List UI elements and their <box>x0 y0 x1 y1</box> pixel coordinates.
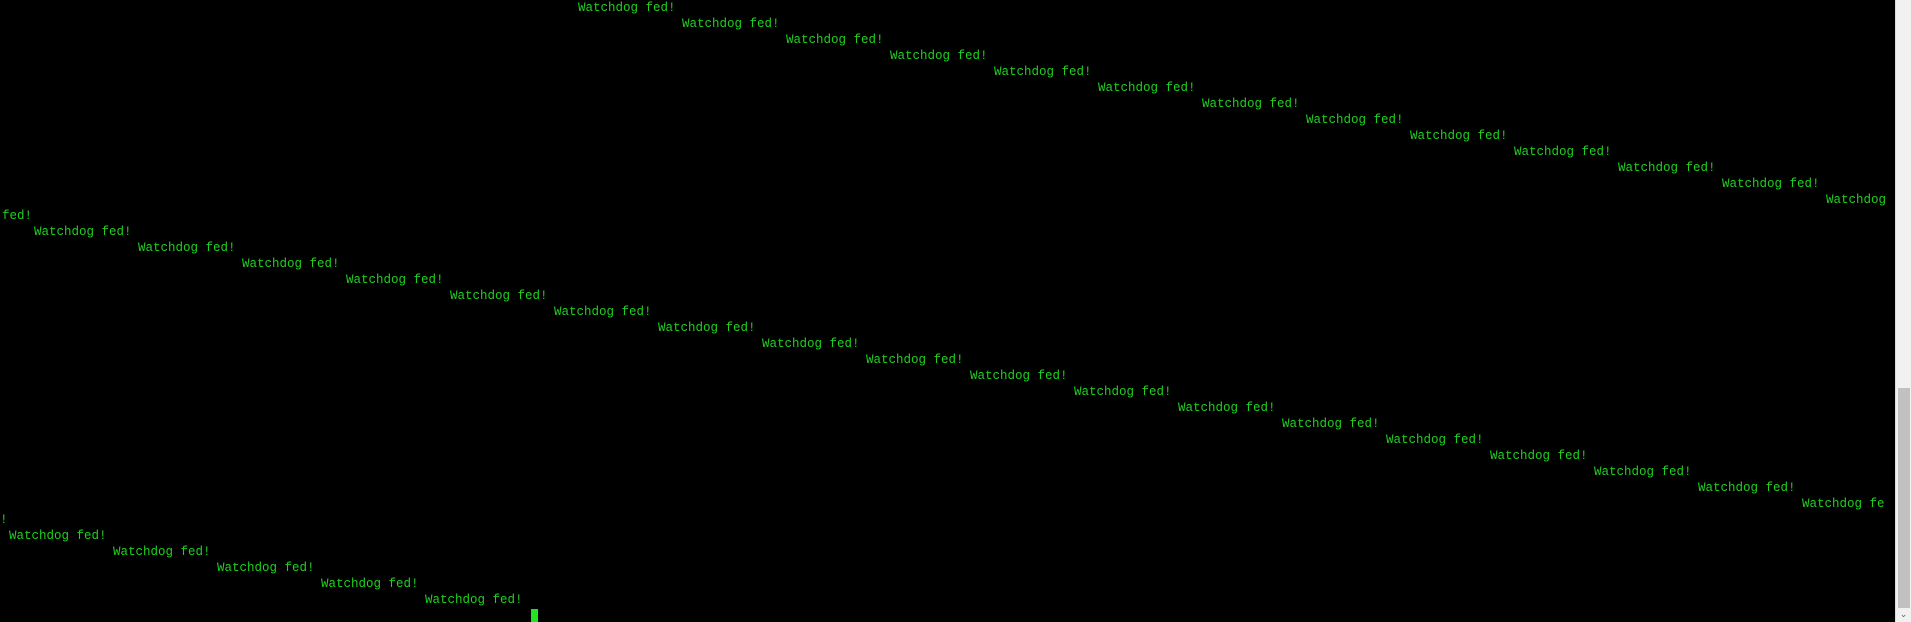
output-line: Watchdog fed! <box>890 49 988 63</box>
output-line: Watchdog fed! <box>1722 177 1820 191</box>
output-line: Watchdog fed! <box>970 369 1068 383</box>
output-line: Watchdog fed! <box>34 225 132 239</box>
output-line: ! <box>0 513 8 527</box>
output-line: Watchdog fed! <box>242 257 340 271</box>
output-line: Watchdog fed! <box>113 545 211 559</box>
output-line: Watchdog fed! <box>450 289 548 303</box>
output-line: Watchdog fed! <box>9 529 107 543</box>
output-line: Watchdog fed! <box>682 17 780 31</box>
scrollbar-thumb[interactable] <box>1898 388 1910 608</box>
output-line: Watchdog fed! <box>762 337 860 351</box>
output-line: Watchdog fed! <box>346 273 444 287</box>
output-line: Watchdog fed! <box>994 65 1092 79</box>
output-line: Watchdog fed! <box>1282 417 1380 431</box>
output-line: Watchdog fed! <box>1386 433 1484 447</box>
output-line: Watchdog fed! <box>1202 97 1300 111</box>
output-line: Watchdog fed! <box>1618 161 1716 175</box>
output-line: Watchdog fed! <box>1098 81 1196 95</box>
output-line: Watchdog fed! <box>1698 481 1796 495</box>
output-line: Watchdog fed! <box>321 577 419 591</box>
output-line: Watchdog fed! <box>217 561 315 575</box>
text-cursor <box>531 609 538 622</box>
output-line: Watchdog fed! <box>1074 385 1172 399</box>
output-line: Watchdog fed! <box>1306 113 1404 127</box>
output-line: Watchdog fed! <box>866 353 964 367</box>
output-line: Watchdog fed! <box>1490 449 1588 463</box>
output-line: Watchdog fed! <box>138 241 236 255</box>
output-line: Watchdog <box>1826 193 1887 207</box>
output-line: Watchdog fe <box>1802 497 1885 511</box>
output-line: Watchdog fed! <box>1594 465 1692 479</box>
output-line: Watchdog fed! <box>554 305 652 319</box>
output-line: Watchdog fed! <box>786 33 884 47</box>
output-line: Watchdog fed! <box>1178 401 1276 415</box>
scroll-down-arrow-icon[interactable]: ⌄ <box>1899 610 1908 620</box>
output-line: fed! <box>2 209 33 223</box>
vertical-scrollbar[interactable]: ⌄ <box>1895 0 1911 622</box>
output-line: Watchdog fed! <box>658 321 756 335</box>
output-line: Watchdog fed! <box>578 1 676 15</box>
output-line: Watchdog fed! <box>425 593 523 607</box>
output-line: Watchdog fed! <box>1410 129 1508 143</box>
output-line: Watchdog fed! <box>1514 145 1612 159</box>
